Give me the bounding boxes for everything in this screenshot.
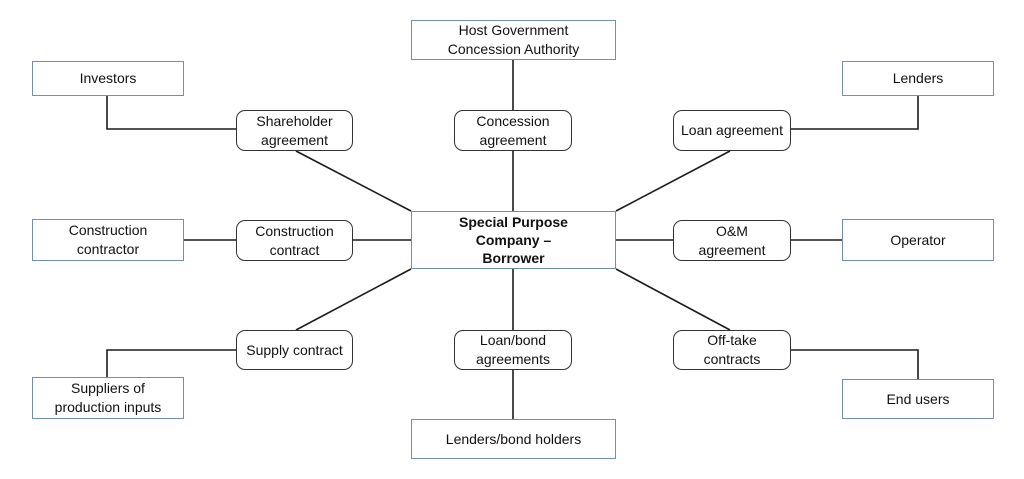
operator-box: Operator <box>842 219 994 261</box>
special-purpose-company-box: Special Purpose Company – Borrower <box>411 211 616 269</box>
concession-agreement-box: Concession agreement <box>454 110 572 151</box>
connector-center-offtake <box>615 268 731 331</box>
construction-contract-box: Construction contract <box>236 220 353 261</box>
connector-suppliers-supply <box>106 349 236 377</box>
construction-contractor-box: Construction contractor <box>32 219 184 261</box>
connector-supply-center <box>295 268 412 331</box>
supply-contract-box: Supply contract <box>236 330 353 370</box>
loan-agreement-box: Loan agreement <box>673 110 791 151</box>
investors-box: Investors <box>32 61 184 96</box>
connector-lenders-loan <box>791 96 919 130</box>
om-agreement-box: O&M agreement <box>673 220 791 261</box>
lenders-box: Lenders <box>842 61 994 96</box>
connector-loan-center <box>615 150 731 212</box>
host-government-box: Host Government Concession Authority <box>411 20 616 60</box>
connector-shareholder-center <box>295 150 412 212</box>
suppliers-box: Suppliers of production inputs <box>32 377 184 419</box>
connector-investors-shareholder <box>106 96 236 130</box>
offtake-contracts-box: Off-take contracts <box>673 330 791 370</box>
loan-bond-agreements-box: Loan/bond agreements <box>454 330 572 370</box>
end-users-box: End users <box>842 379 994 419</box>
shareholder-agreement-box: Shareholder agreement <box>236 110 353 151</box>
lenders-bond-holders-box: Lenders/bond holders <box>411 419 616 459</box>
connector-offtake-endusers <box>791 349 919 379</box>
